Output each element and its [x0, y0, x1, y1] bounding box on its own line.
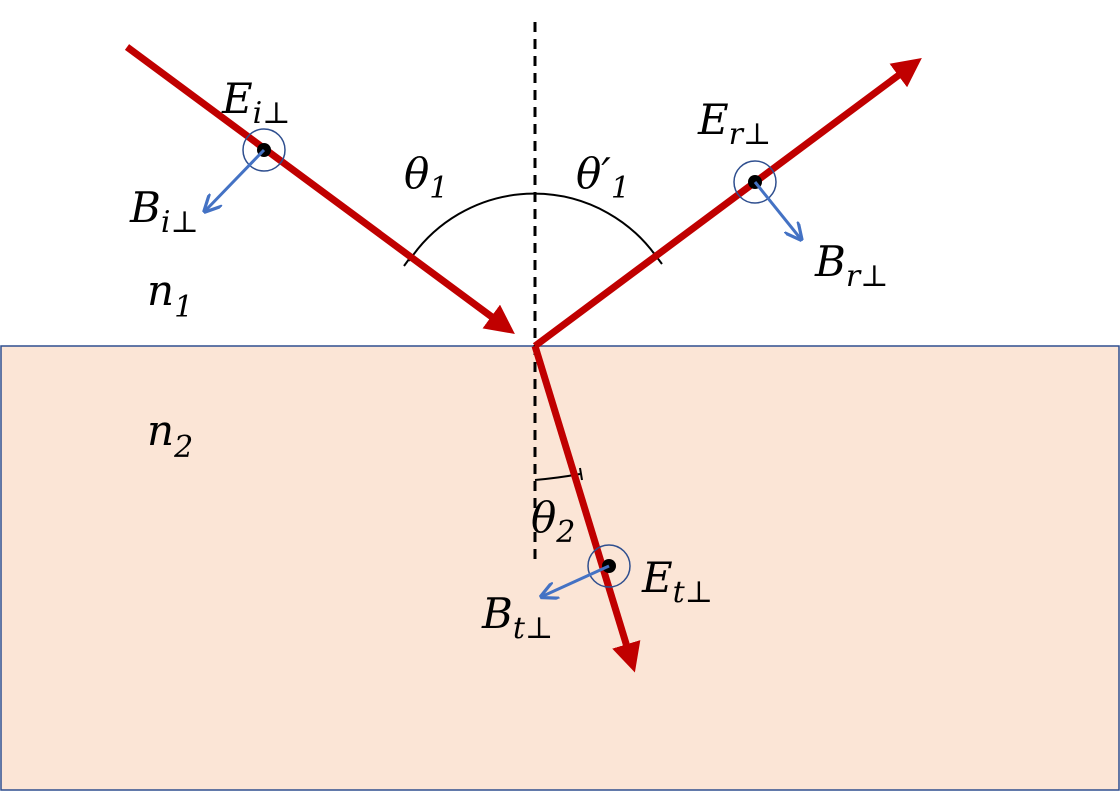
incident-ray — [124, 44, 515, 334]
b-transmitted-vector — [543, 564, 610, 596]
refracted-ray — [531, 344, 641, 673]
label-b-reflected: Br⊥ — [814, 237, 888, 294]
reflected-ray — [532, 57, 922, 349]
incident-reflected-angle-arc — [408, 192, 659, 262]
label-n2: n2 — [147, 406, 193, 465]
label-n1: n1 — [147, 266, 193, 325]
label-theta-prime-1: θ′1 — [576, 149, 630, 206]
b-incident-vector — [206, 148, 266, 210]
label-b-transmitted: Bt⊥ — [481, 589, 553, 646]
b-reflected-vector — [753, 181, 800, 238]
label-e-transmitted: Et⊥ — [641, 553, 713, 610]
label-e-reflected: Er⊥ — [697, 95, 771, 152]
label-e-incident: Ei⊥ — [221, 74, 291, 131]
label-b-incident: Bi⊥ — [129, 183, 199, 240]
label-theta-1: θ1 — [404, 149, 448, 206]
refracted-arc-tick — [579, 467, 583, 481]
label-theta-2: θ2 — [531, 493, 575, 550]
